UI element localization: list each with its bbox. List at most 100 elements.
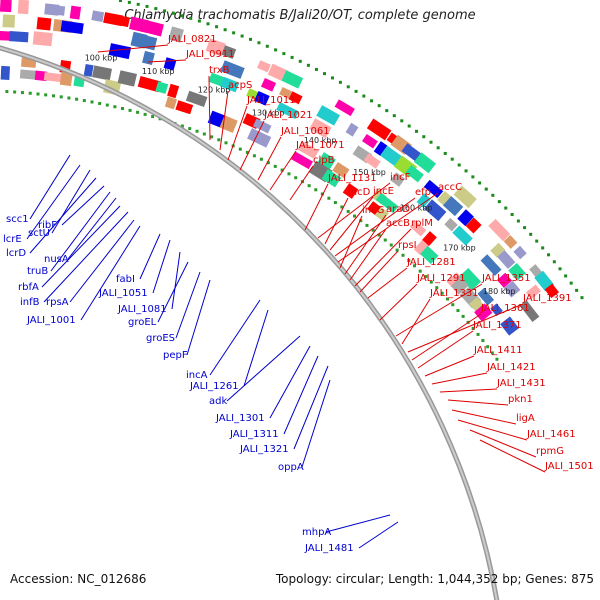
gene-block <box>374 206 389 222</box>
leader-line <box>51 169 91 234</box>
leader-line <box>227 105 248 161</box>
gene-block <box>267 63 288 82</box>
gene-block <box>465 217 482 234</box>
gene-block <box>9 31 29 43</box>
leader-line <box>139 233 161 280</box>
gene-block <box>91 10 105 22</box>
gene-block <box>185 90 208 108</box>
skew-dot <box>558 267 562 271</box>
gene-block <box>366 118 392 141</box>
leader-line <box>349 228 387 281</box>
gene-label: JALI_1301 <box>215 413 265 424</box>
kbp-tick-label: 150 kbp <box>353 168 386 177</box>
gene-label: JALI_1021 <box>263 110 313 121</box>
gene-block <box>316 105 340 126</box>
gene-label: lcrD <box>6 248 26 259</box>
gene-label: JALI_1391 <box>522 293 572 304</box>
leader-line <box>80 225 141 321</box>
leader-line <box>469 429 537 458</box>
skew-dot <box>575 288 579 292</box>
skew-dot <box>314 188 318 192</box>
gene-label: oppA <box>278 462 304 473</box>
leader-line <box>354 228 412 287</box>
leader-line <box>359 250 399 293</box>
skew-dot <box>523 226 527 230</box>
skew-dot <box>265 44 269 48</box>
skew-dot <box>446 297 450 301</box>
gene-label: JALI_1321 <box>239 444 289 455</box>
gene-label: JALI_1311 <box>229 429 279 440</box>
skew-dot <box>422 135 426 139</box>
skew-dot <box>180 14 184 18</box>
gene-label: incD <box>348 187 371 198</box>
skew-dot <box>171 11 175 15</box>
gene-label: rplM <box>411 218 433 229</box>
skew-dot <box>504 206 508 210</box>
skew-dot <box>320 192 324 196</box>
gene-label: groEL <box>128 317 157 328</box>
skew-dot <box>407 124 411 128</box>
gene-block <box>450 276 469 295</box>
gene-block <box>0 65 10 80</box>
gene-label: araD <box>386 204 410 215</box>
leader-line <box>50 191 111 272</box>
gene-label: JALI_0821 <box>167 34 217 45</box>
skew-dot <box>195 129 199 133</box>
gene-block <box>452 225 473 246</box>
gene-block <box>43 72 66 83</box>
gene-block <box>117 15 131 28</box>
gene-block <box>503 280 521 298</box>
gene-label: rpmG <box>536 446 564 457</box>
leader-line <box>219 90 229 151</box>
gene-label: accB <box>386 218 410 229</box>
gene-labels: JALI_0821JALI_0911trxBacpSJALI_1011JALI_… <box>3 34 594 554</box>
skew-dot <box>67 96 71 100</box>
skew-dot <box>330 76 334 80</box>
gene-block <box>220 60 245 79</box>
skew-dot <box>118 0 122 3</box>
gene-label: ligA <box>516 413 535 424</box>
skew-dot <box>98 101 102 105</box>
skew-dot <box>580 296 584 300</box>
skew-dot <box>274 48 278 52</box>
leader-line <box>147 59 187 63</box>
skew-dot <box>478 181 482 185</box>
skew-dot <box>224 141 228 145</box>
gene-block <box>490 303 503 317</box>
gene-label: JALI_1131 <box>327 173 377 184</box>
skew-dot <box>400 119 404 123</box>
gene-label: JALI_1371 <box>472 320 522 331</box>
gene-label: ribF <box>38 220 57 231</box>
skew-dot <box>440 291 444 295</box>
gene-block <box>317 152 336 170</box>
skew-dot <box>20 91 24 95</box>
leader-line <box>269 345 311 419</box>
skew-dot <box>210 135 214 139</box>
gene-block <box>334 99 355 117</box>
leader-line <box>257 136 282 181</box>
gene-block <box>513 245 527 260</box>
gene-block <box>60 20 84 35</box>
gene-block <box>413 152 436 174</box>
gene-label: JALI_1421 <box>486 362 536 373</box>
skew-dot <box>371 228 375 232</box>
leader-line <box>407 303 524 353</box>
gene-block <box>0 0 12 13</box>
gene-block <box>281 70 304 89</box>
skew-dot <box>529 232 533 236</box>
skew-dot <box>240 34 244 38</box>
skew-dot <box>385 109 389 113</box>
gene-block <box>421 231 437 247</box>
skew-dot <box>151 115 155 119</box>
skew-dot <box>359 219 363 223</box>
gene-label: JALI_1081 <box>117 304 167 315</box>
skew-dot <box>188 127 192 131</box>
leader-line <box>447 399 509 406</box>
gene-block <box>247 128 272 148</box>
skew-dot <box>282 52 286 56</box>
skew-dot <box>249 37 253 41</box>
gene-label: trxB <box>209 65 230 76</box>
skew-dot <box>217 138 221 142</box>
skew-dot <box>127 0 131 4</box>
skew-dot <box>464 169 468 173</box>
